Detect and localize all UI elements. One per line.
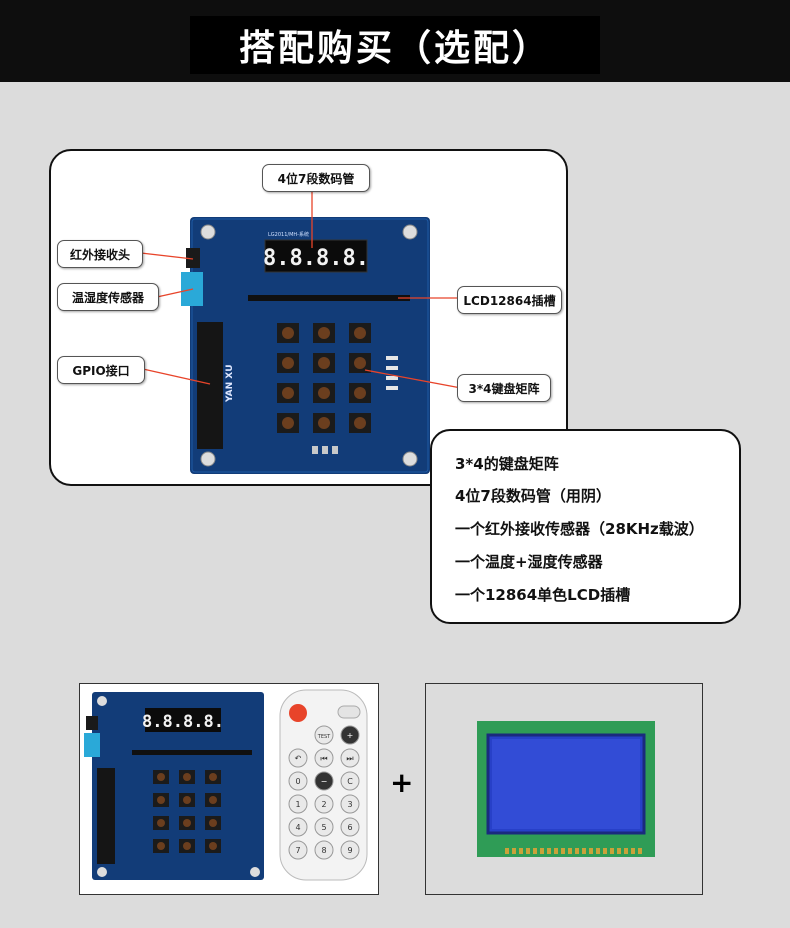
keypad (277, 323, 371, 433)
remote-button-label: 1 (295, 800, 300, 809)
remote-button-label: C (347, 777, 353, 786)
callout-lcd-slot: LCD12864插槽 (457, 286, 562, 314)
remote-button (288, 817, 308, 837)
remote-button-label: 7 (295, 846, 300, 855)
callout-temp-humidity: 温湿度传感器 (57, 283, 159, 311)
callout-label: 红外接收头 (69, 247, 130, 262)
remote-button-label: 0 (295, 777, 300, 786)
callout-label: 4位7段数码管 (277, 171, 355, 186)
lcd-photo-frame (425, 683, 703, 895)
remote-button-label: 3 (347, 800, 352, 809)
remote-button (340, 725, 360, 745)
lcd-header (248, 295, 410, 301)
remote-button (340, 840, 360, 860)
remote-button (288, 748, 308, 768)
callout-label: 3*4键盘矩阵 (468, 381, 540, 396)
remote-button-label: 4 (295, 823, 300, 832)
small-segment-digits: 8.8.8.8. (142, 712, 224, 732)
pcb (190, 217, 430, 474)
remote-button (314, 794, 334, 814)
remote-button (288, 840, 308, 860)
remote-button (340, 748, 360, 768)
callout-label: GPIO接口 (72, 363, 130, 378)
remote-button (340, 817, 360, 837)
feature-box: 3*4的键盘矩阵 4位7段数码管（用阴） 一个红外接收传感器（28KHz载波） … (430, 429, 741, 624)
feature-item: 一个12864单色LCD插槽 (455, 586, 631, 604)
remote-button-label: 8 (321, 846, 326, 855)
plus-sign: + (390, 766, 414, 799)
remote-button-label: 9 (347, 846, 352, 855)
segment-display (264, 239, 368, 273)
remote-button-label: 5 (321, 823, 326, 832)
callout-keypad: 3*4键盘矩阵 (457, 374, 551, 402)
remote-button (340, 794, 360, 814)
remote-button-label: 2 (321, 800, 326, 809)
callout-label: 温湿度传感器 (71, 290, 144, 305)
mount-hole (402, 224, 418, 240)
callout-label: LCD12864插槽 (463, 293, 556, 308)
ir-receiver (186, 248, 200, 268)
callout-gpio: GPIO接口 (57, 356, 145, 384)
remote-button-label: TEST (317, 734, 331, 740)
remote-button-label: ⏮ (320, 754, 327, 763)
callout-ir-receiver: 红外接收头 (57, 240, 143, 268)
header-band: 搭配购买（选配） (0, 0, 790, 82)
remote-button (314, 840, 334, 860)
mount-hole (200, 224, 216, 240)
feature-item: 4位7段数码管（用阴） (455, 487, 611, 505)
remote-button (314, 725, 334, 745)
callout-segment-display: 4位7段数码管 (262, 164, 370, 192)
page-title: 搭配购买（选配） (238, 28, 551, 69)
remote-button (314, 748, 334, 768)
silk-model: LG2011/MH-系统 (268, 231, 309, 238)
mount-hole (402, 451, 418, 467)
remote-button-label: − (321, 777, 328, 786)
remote-button-label: ↶ (294, 754, 302, 763)
remote-button-label: ⏭ (346, 754, 353, 763)
feature-item: 3*4的键盘矩阵 (455, 455, 559, 473)
remote-button-label: + (347, 731, 354, 740)
gpio-header (197, 322, 223, 449)
remote-button (314, 771, 334, 791)
title-strip: 搭配购买（选配） (190, 16, 600, 74)
mount-hole (200, 451, 216, 467)
segment-digits: 8.8.8.8. (263, 246, 369, 271)
remote-button (288, 771, 308, 791)
remote-button (314, 817, 334, 837)
feature-item: 一个温度+湿度传感器 (455, 553, 603, 571)
remote-button (340, 771, 360, 791)
remote-button (288, 794, 308, 814)
remote-button-label: 6 (347, 823, 352, 832)
feature-item: 一个红外接收传感器（28KHz载波） (455, 520, 704, 538)
silk-brand: YAN XU (225, 364, 235, 403)
